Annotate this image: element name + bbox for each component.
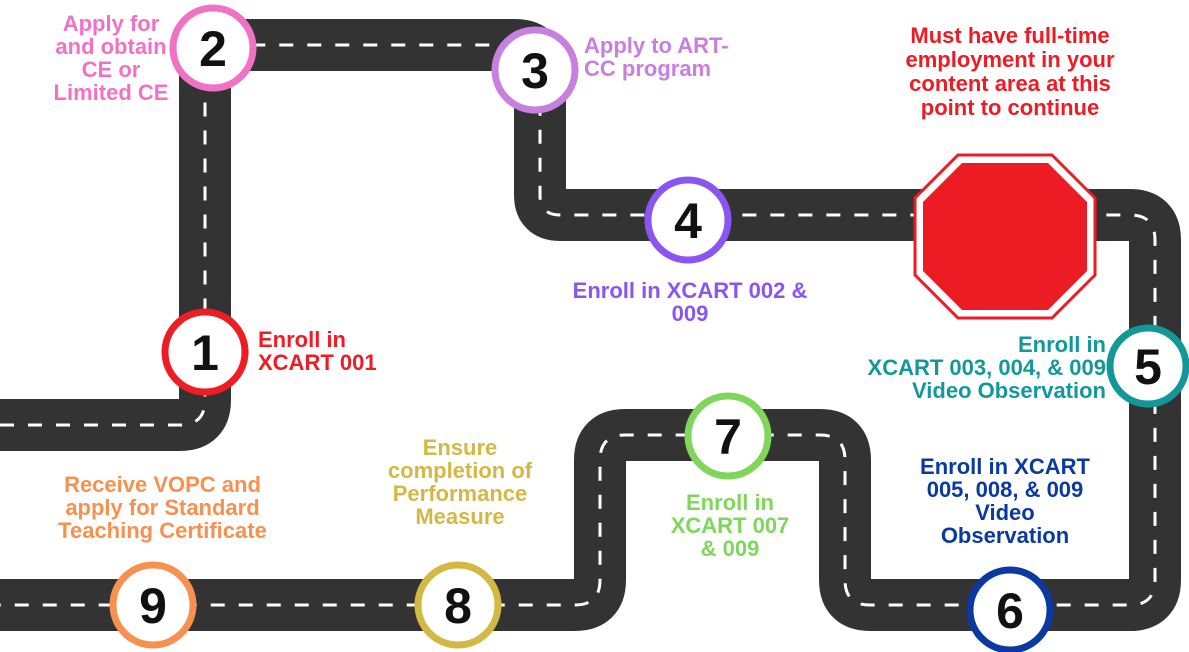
step-label-4: Enroll in XCART 002 & 009: [572, 278, 808, 326]
step-circle-3: 3: [491, 26, 579, 114]
step-number-7: 7: [714, 409, 742, 465]
step-number-3: 3: [521, 43, 549, 99]
step-circle-9: 9: [109, 561, 197, 649]
step-label-3: Apply to ART- CC program: [584, 33, 729, 81]
step-label-1: Enroll in XCART 001: [258, 327, 377, 375]
step-circle-2: 2: [169, 4, 257, 92]
step-circle-7: 7: [684, 392, 772, 480]
step-number-6: 6: [996, 583, 1024, 639]
step-number-5: 5: [1134, 339, 1162, 395]
step-number-4: 4: [674, 193, 702, 249]
step-number-1: 1: [191, 325, 219, 381]
step-label-6: Enroll in XCART 005, 008, & 009 Video Ob…: [920, 454, 1090, 548]
step-label-5: Enroll in XCART 003, 004, & 009 Video Ob…: [867, 332, 1106, 403]
step-number-8: 8: [444, 578, 472, 634]
step-circle-8: 8: [414, 561, 502, 649]
step-circle-1: 1: [161, 308, 249, 396]
stop-sign-icon: [913, 153, 1097, 320]
stop-warning-text: Must have full-time employment in your c…: [905, 23, 1115, 120]
step-label-8: Ensure completion of Performance Measure: [387, 435, 533, 529]
step-label-9: Receive VOPC and apply for Standard Teac…: [58, 472, 267, 543]
step-label-7: Enroll in XCART 007 & 009: [670, 490, 790, 561]
step-circle-6: 6: [966, 566, 1054, 652]
step-number-9: 9: [139, 578, 167, 634]
step-number-2: 2: [199, 21, 227, 77]
step-circle-5: 5: [1106, 324, 1189, 408]
step-circle-4: 4: [644, 176, 732, 264]
step-label-2: Apply for and obtain CE or Limited CE: [53, 11, 169, 105]
road-center-dashes: [0, 43, 1157, 607]
